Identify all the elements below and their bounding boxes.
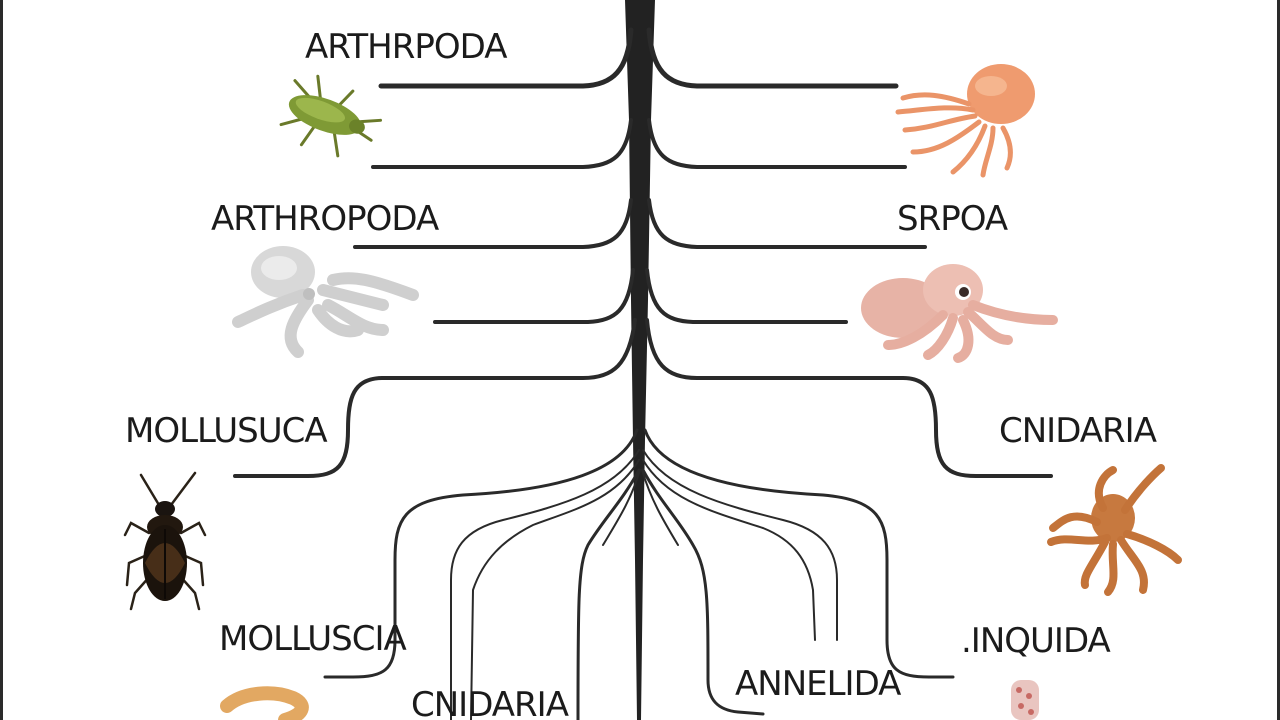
orange-worm-icon xyxy=(220,686,309,720)
branch-right-1 xyxy=(646,27,899,89)
branch-left-10 xyxy=(602,469,641,546)
right-branches xyxy=(641,27,1053,716)
pink-octopus-icon xyxy=(861,264,1058,363)
branch-left-9 xyxy=(576,468,641,720)
label-inquida: .INQUIDA xyxy=(961,621,1111,661)
label-mollusuca: MOLLUSUCA xyxy=(125,411,327,451)
branch-right-9 xyxy=(641,468,765,716)
label-annelida: ANNELIDA xyxy=(735,664,901,704)
labels: ARTHRPODA ARTHROPODA MOLLUSUCA MOLLUSCIA… xyxy=(125,27,1158,720)
branch-right-4 xyxy=(645,268,848,324)
orange-octopus-icon xyxy=(895,64,1035,178)
branch-right-2 xyxy=(647,118,907,169)
branch-left-8 xyxy=(470,459,640,720)
pink-worm-icon xyxy=(1011,680,1039,720)
branch-left-6 xyxy=(323,428,639,679)
branch-right-5 xyxy=(645,318,1053,478)
branch-right-8 xyxy=(642,459,816,641)
tree-canvas: ARTHRPODA ARTHROPODA MOLLUSUCA MOLLUSCIA… xyxy=(123,0,1182,720)
branch-left-4 xyxy=(433,268,635,324)
white-octopus-icon xyxy=(232,246,419,358)
branch-right-10 xyxy=(641,469,679,546)
brown-octopus-icon xyxy=(1047,464,1182,596)
label-arthrpoda: ARTHRPODA xyxy=(305,27,507,67)
black-beetle-icon xyxy=(123,471,207,611)
label-arthropoda: ARTHROPODA xyxy=(211,199,439,239)
label-molluscia: MOLLUSCIA xyxy=(219,619,407,659)
label-srpoa: SRPOA xyxy=(897,199,1008,239)
branch-left-2 xyxy=(371,118,633,169)
branch-left-3 xyxy=(353,198,633,249)
label-cnidaria-bottom: CNIDARIA xyxy=(411,685,569,720)
left-branches xyxy=(233,27,641,720)
branch-right-7 xyxy=(642,449,838,641)
tree-trunk xyxy=(625,0,655,720)
branch-right-3 xyxy=(647,198,927,249)
branch-left-7 xyxy=(450,449,640,720)
green-stink-bug-icon xyxy=(279,74,383,158)
branch-left-5 xyxy=(233,318,637,478)
branch-left-1 xyxy=(378,27,634,89)
label-cnidaria-right: CNIDARIA xyxy=(999,411,1157,451)
branch-right-6 xyxy=(643,428,955,679)
